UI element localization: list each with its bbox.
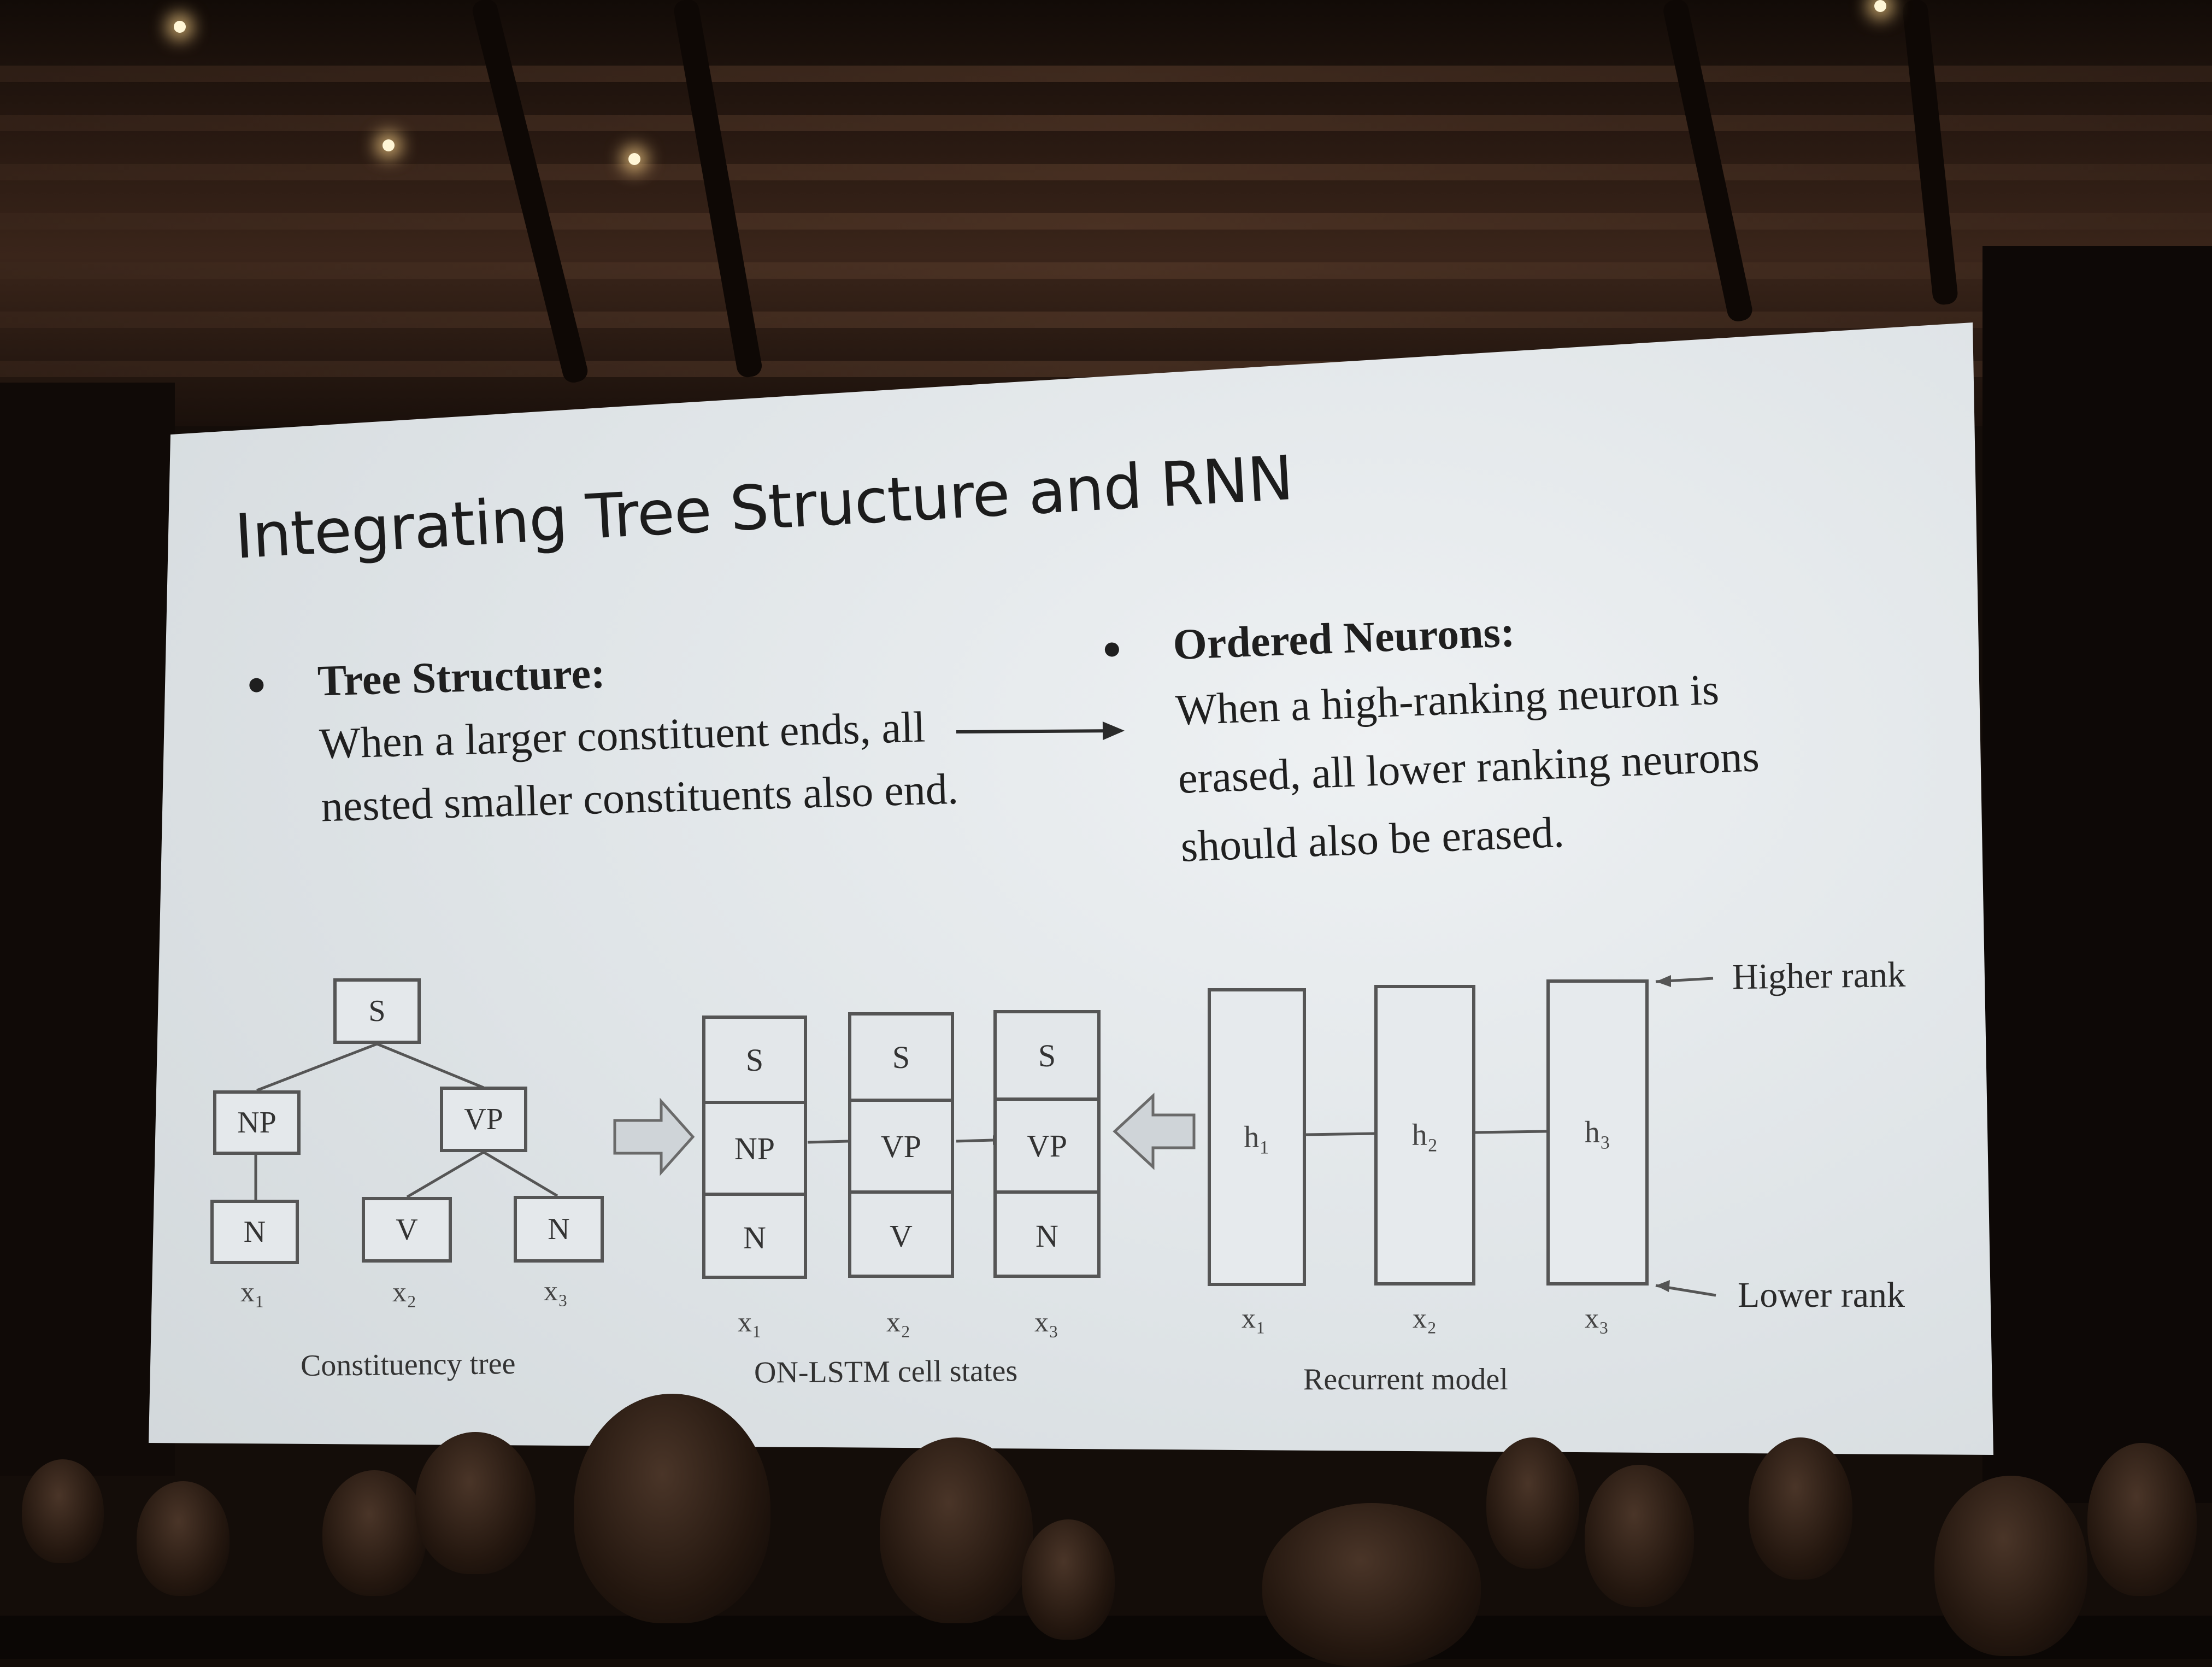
input-label: x₁: [1242, 1303, 1266, 1334]
ceiling-light: [174, 21, 186, 33]
lower-rank-label: Lower rank: [1738, 1275, 1905, 1315]
input-label: x₃: [1034, 1307, 1059, 1338]
hidden-state-box: h₁: [1208, 988, 1306, 1286]
input-label: x₂: [392, 1277, 417, 1308]
side-wall: [0, 383, 175, 1476]
audience-head: [1934, 1476, 2087, 1656]
tree-node-np: NP: [213, 1090, 301, 1155]
higher-rank-label: Higher rank: [1732, 954, 1906, 997]
audience-head: [22, 1459, 104, 1563]
tree-leaf-v: V: [362, 1197, 452, 1263]
audience-head: [574, 1394, 770, 1623]
ceiling: [0, 0, 2212, 426]
ceiling-light: [628, 153, 640, 165]
cell-bottom: N: [997, 1190, 1097, 1278]
input-label: x₁: [738, 1307, 762, 1338]
cell-state-column: S NP N: [702, 1016, 807, 1279]
input-label: x₂: [886, 1307, 911, 1338]
input-label: x₂: [1413, 1303, 1437, 1334]
big-right-arrow-icon: [613, 1097, 695, 1176]
tree-edge: [406, 1151, 485, 1199]
audience-head: [322, 1470, 426, 1596]
audience-head: [137, 1481, 230, 1596]
audience-head: [1585, 1465, 1694, 1607]
hidden-state-box: h₃: [1546, 979, 1649, 1286]
tree-node-vp: VP: [440, 1087, 527, 1152]
cell-mid: NP: [705, 1101, 804, 1193]
audience-head: [415, 1432, 536, 1574]
audience-head: [1749, 1437, 1852, 1580]
recurrent-arrow: [1305, 1132, 1375, 1136]
audience-head: [2087, 1443, 2197, 1596]
ceiling-slat: [0, 164, 2212, 180]
hidden-state-box: h₂: [1374, 985, 1475, 1286]
ceiling-slat: [0, 213, 2212, 230]
audience: [0, 1394, 2212, 1667]
tree-edge: [376, 1042, 484, 1089]
ceiling-slat: [0, 312, 2212, 328]
ceiling-slat: [0, 115, 2212, 131]
audience-head: [880, 1437, 1033, 1623]
ceiling-light: [383, 139, 395, 151]
ceiling-slat: [0, 66, 2212, 82]
side-wall: [1982, 246, 2212, 1503]
state-arrow: [956, 1138, 993, 1143]
cell-mid: VP: [997, 1097, 1097, 1190]
caption-constituency-tree: Constituency tree: [300, 1346, 516, 1383]
tree-edge: [483, 1151, 558, 1198]
tree-edge: [256, 1042, 378, 1092]
cell-state-column: S VP N: [993, 1010, 1101, 1278]
audience-head: [1022, 1519, 1115, 1640]
input-label: x₁: [240, 1277, 265, 1308]
state-arrow: [807, 1140, 849, 1144]
cell-bottom: N: [705, 1193, 804, 1279]
cell-top: S: [892, 1039, 910, 1075]
tree-node-root: S: [333, 978, 421, 1044]
cell-top: S: [745, 1042, 764, 1078]
tree-leaf-n: N: [514, 1196, 604, 1263]
audience-head: [1262, 1503, 1481, 1667]
seat-row: [0, 1616, 2212, 1659]
big-left-arrow-icon: [1113, 1093, 1196, 1170]
audience-head: [1486, 1437, 1579, 1569]
cell-mid: VP: [851, 1099, 951, 1190]
cell-state-column: S VP V: [848, 1012, 954, 1278]
input-label: x₃: [544, 1276, 568, 1307]
arrowhead-icon: [1656, 1280, 1670, 1292]
cell-top: S: [1038, 1037, 1056, 1073]
arrowhead-icon: [1656, 975, 1671, 987]
input-label: x₃: [1585, 1303, 1609, 1334]
caption-onlstm: ON-LSTM cell states: [754, 1354, 1018, 1390]
ceiling-light: [1874, 0, 1886, 12]
cell-bottom: V: [851, 1190, 951, 1278]
recurrent-arrow: [1475, 1130, 1547, 1134]
ceiling-slat: [0, 262, 2212, 279]
tree-leaf-n: N: [210, 1200, 299, 1264]
caption-recurrent-model: Recurrent model: [1303, 1363, 1508, 1396]
